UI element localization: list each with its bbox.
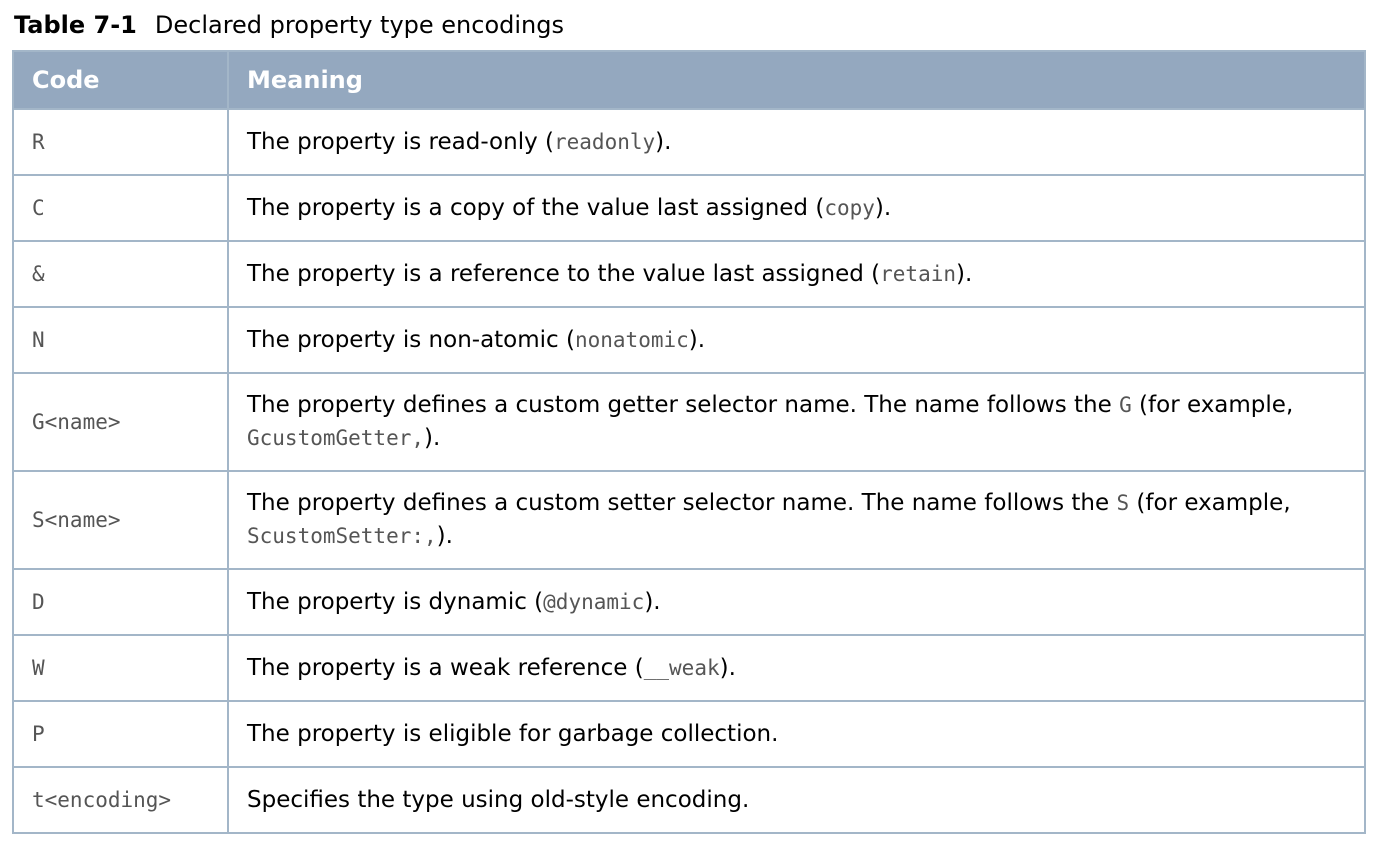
meaning-cell: The property defines a custom setter sel… <box>227 470 1366 570</box>
meaning-text: The property is a weak reference ( <box>247 654 644 681</box>
meaning-cell: The property is a reference to the value… <box>227 240 1366 308</box>
code-cell: D <box>12 568 229 636</box>
meaning-text: ). <box>424 425 441 451</box>
table-row: W The property is a weak reference (__we… <box>12 634 1366 702</box>
meaning-code: GcustomGetter, <box>247 426 425 450</box>
meaning-cell: The property is read-only (readonly). <box>227 108 1366 176</box>
meaning-text: ). <box>436 523 453 549</box>
header-meaning: Meaning <box>227 50 1366 110</box>
meaning-text: (for example, <box>1129 490 1291 516</box>
meaning-text: ). <box>956 260 973 287</box>
meaning-cell: The property is a copy of the value last… <box>227 174 1366 242</box>
meaning-code: @dynamic <box>543 589 645 614</box>
meaning-text: The property is a reference to the value… <box>247 260 881 287</box>
table-title: Declared property type encodings <box>154 11 564 39</box>
code-cell: & <box>12 240 229 308</box>
code-cell: t<encoding> <box>12 766 229 834</box>
code-cell: W <box>12 634 229 702</box>
table-row: C The property is a copy of the value la… <box>12 174 1366 242</box>
meaning-code: nonatomic <box>574 327 689 352</box>
meaning-code: __weak <box>643 655 720 680</box>
code-cell: C <box>12 174 229 242</box>
meaning-text: The property is dynamic ( <box>247 588 544 615</box>
meaning-text: The property defines a custom getter sel… <box>247 392 1120 418</box>
meaning-text: ). <box>874 194 892 221</box>
meaning-cell: The property is non-atomic (nonatomic). <box>227 306 1366 374</box>
header-row: Code Meaning <box>12 50 1366 110</box>
table-row: D The property is dynamic (@dynamic). <box>12 568 1366 636</box>
table-row: t<encoding> Specifies the type using old… <box>12 766 1366 834</box>
encodings-table: Code Meaning R The property is read-only… <box>12 50 1366 834</box>
meaning-text: The property defines a custom setter sel… <box>247 490 1117 516</box>
meaning-cell: The property is eligible for garbage col… <box>227 700 1366 768</box>
meaning-cell: The property is dynamic (@dynamic). <box>227 568 1366 636</box>
meaning-text: The property is a copy of the value last… <box>247 194 825 221</box>
meaning-code: readonly <box>554 129 656 154</box>
meaning-text: The property is read-only ( <box>247 128 554 155</box>
meaning-text: Specifies the type using old-style encod… <box>247 786 750 813</box>
table-row: N The property is non-atomic (nonatomic)… <box>12 306 1366 374</box>
code-cell: R <box>12 108 229 176</box>
meaning-text: ). <box>644 588 661 615</box>
meaning-text: ). <box>655 128 672 155</box>
table-caption: Table 7-1 Declared property type encoding… <box>14 8 564 42</box>
meaning-cell: Specifies the type using old-style encod… <box>227 766 1366 834</box>
meaning-text: The property is eligible for garbage col… <box>247 720 779 747</box>
code-cell: P <box>12 700 229 768</box>
header-code: Code <box>12 50 229 110</box>
table-row: R The property is read-only (readonly). <box>12 108 1366 176</box>
meaning-text: ). <box>719 654 736 681</box>
table-row: & The property is a reference to the val… <box>12 240 1366 308</box>
meaning-text: The property is non-atomic ( <box>247 326 575 353</box>
table-row: G<name> The property defines a custom ge… <box>12 372 1366 472</box>
meaning-code: retain <box>880 261 956 286</box>
table-row: S<name> The property defines a custom se… <box>12 470 1366 570</box>
meaning-text: (for example, <box>1131 392 1294 418</box>
meaning-code: ScustomSetter:, <box>247 524 437 548</box>
meaning-code: S <box>1116 491 1130 515</box>
code-cell: N <box>12 306 229 374</box>
table-number: Table 7-1 <box>14 11 137 39</box>
meaning-code: copy <box>824 195 875 220</box>
meaning-code: G <box>1119 393 1132 417</box>
meaning-text: ). <box>688 326 706 353</box>
code-cell: G<name> <box>12 372 229 472</box>
meaning-cell: The property defines a custom getter sel… <box>227 372 1366 472</box>
meaning-cell: The property is a weak reference (__weak… <box>227 634 1366 702</box>
code-cell: S<name> <box>12 470 229 570</box>
table-row: P The property is eligible for garbage c… <box>12 700 1366 768</box>
